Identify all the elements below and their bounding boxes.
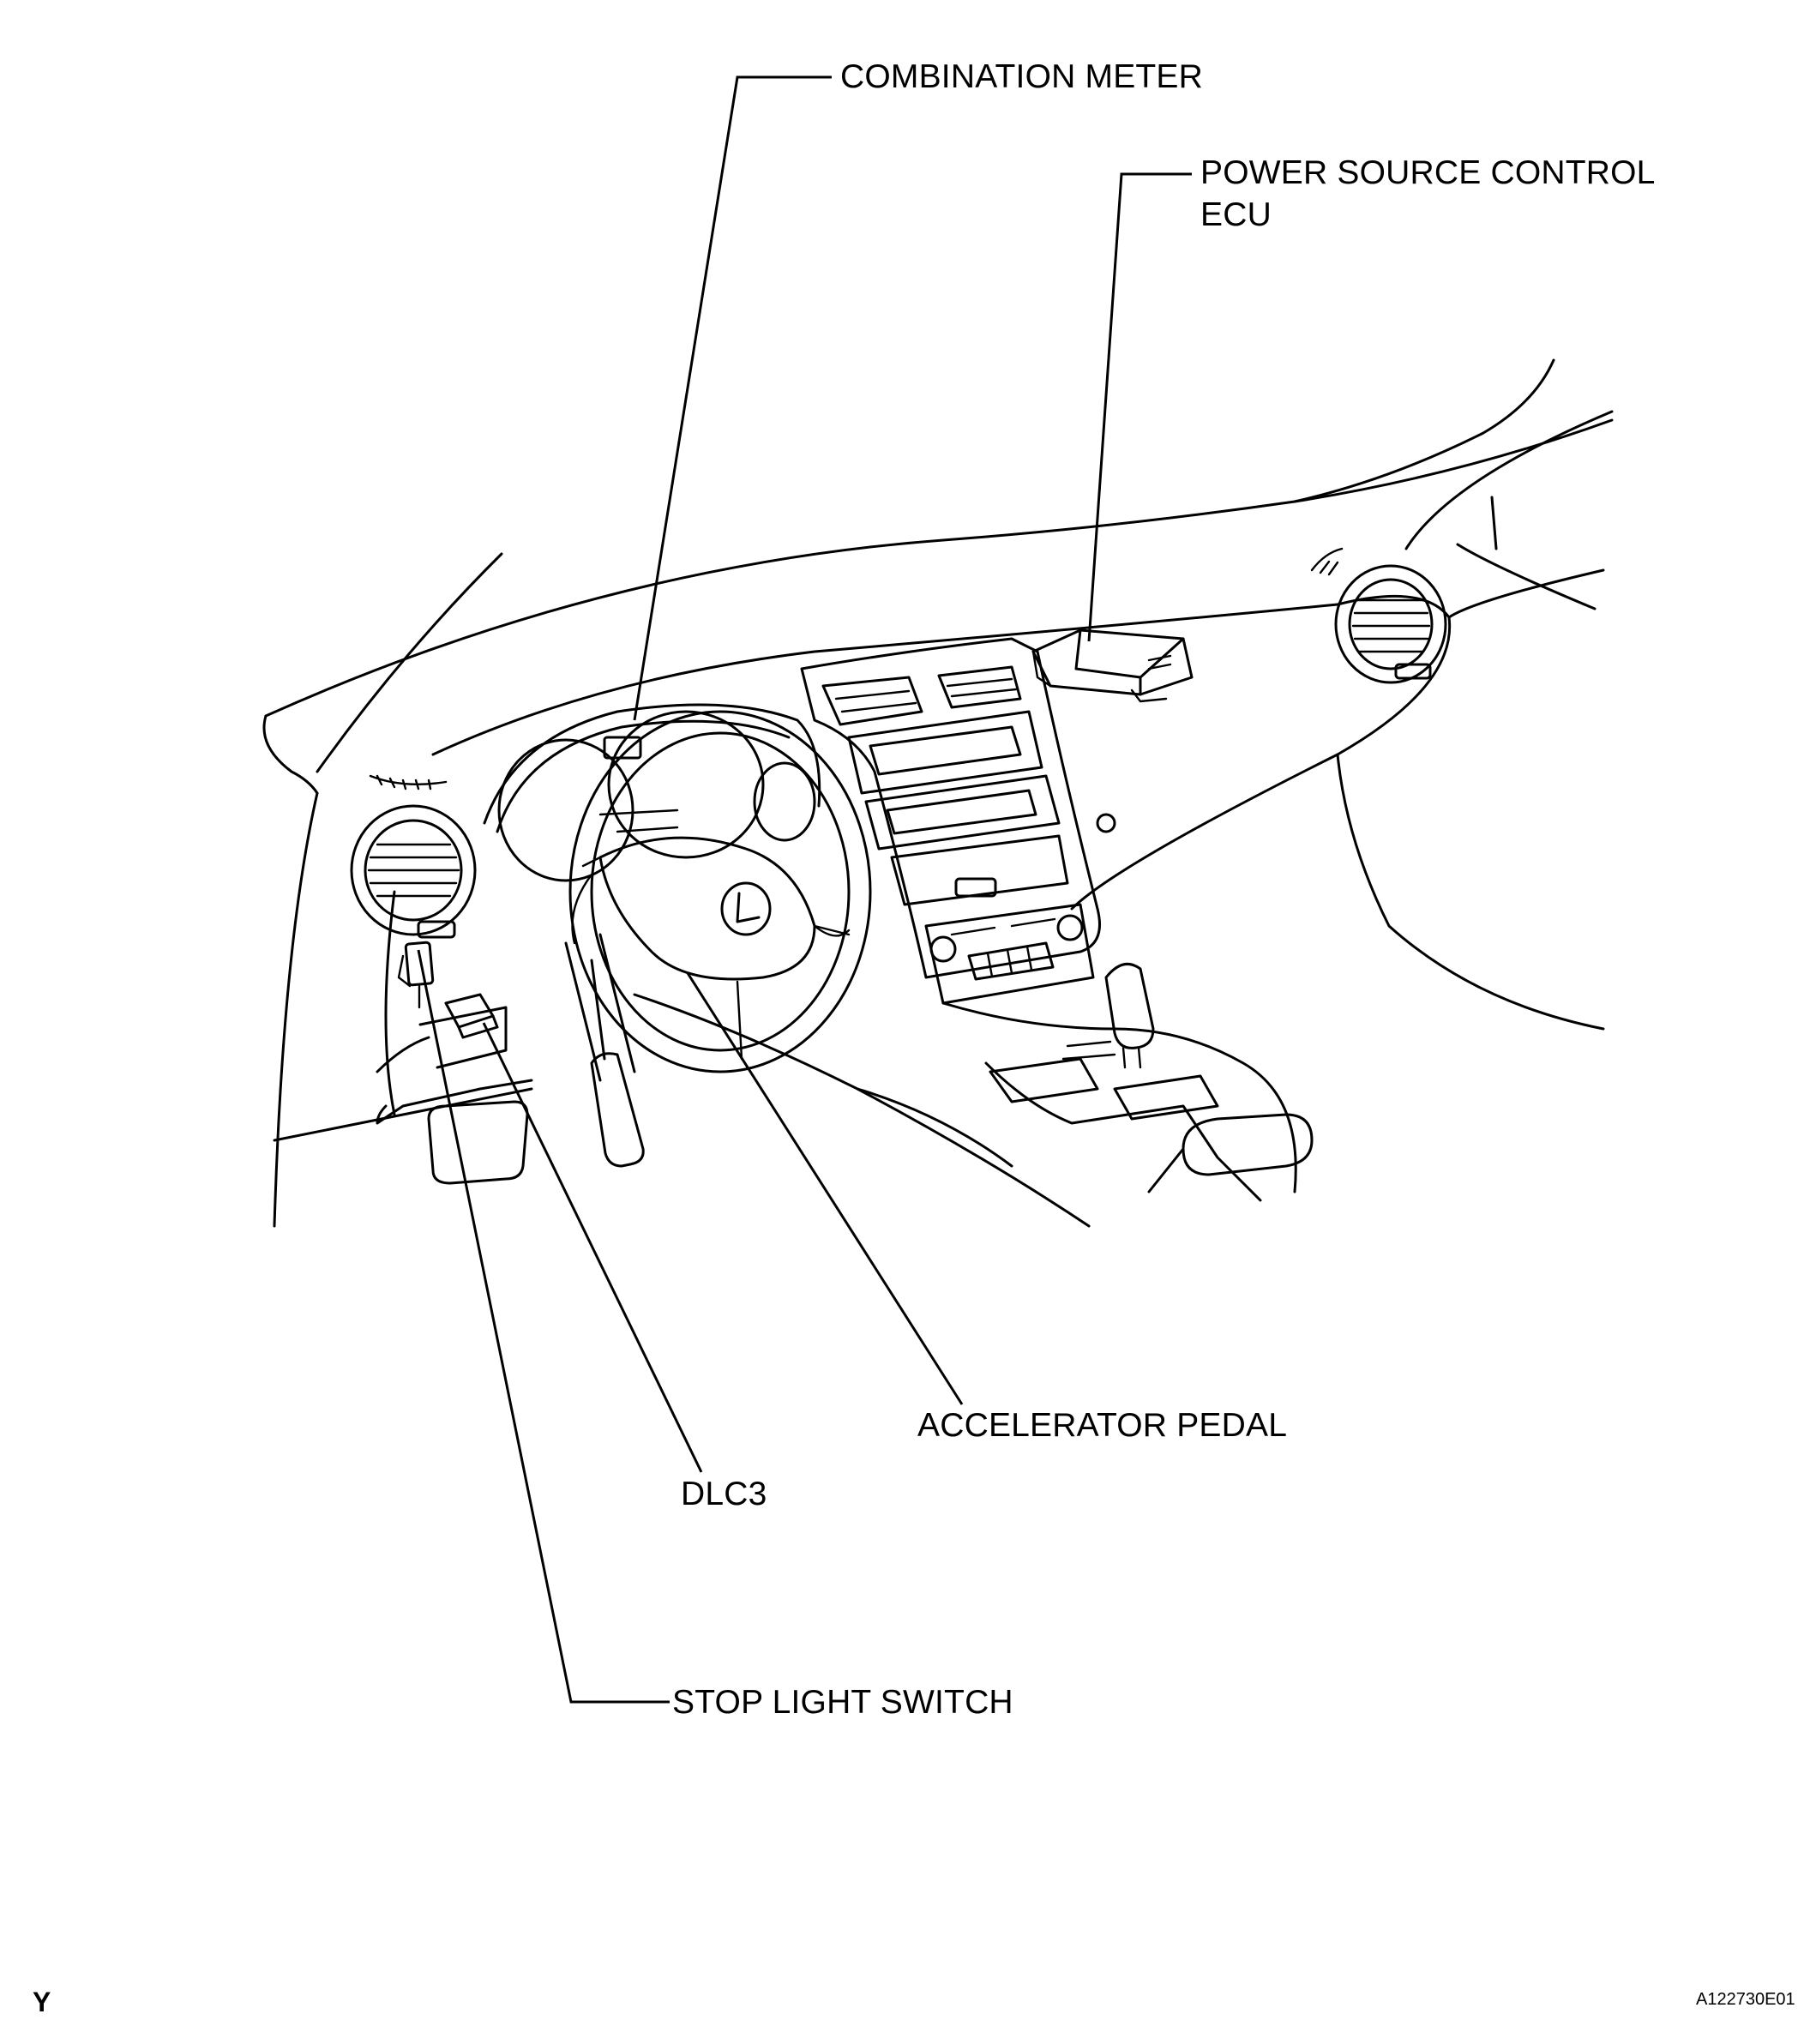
label-combination-meter: COMBINATION METER: [840, 58, 1204, 95]
label-stop-light-switch: STOP LIGHT SWITCH: [672, 1684, 1013, 1721]
label-accelerator-pedal: ACCELERATOR PEDAL: [917, 1407, 1288, 1444]
stop-light-switch: [397, 941, 435, 1009]
leader-accelerator-pedal: [686, 972, 964, 1405]
leader-power-source-ecu: [1087, 172, 1192, 642]
label-power-source-control-ecu: POWER SOURCE CONTROL ECU: [1200, 154, 1656, 233]
leader-dlc3: [482, 1022, 703, 1473]
corner-mark: Y: [33, 1987, 51, 2017]
left-side-vent: [350, 774, 477, 939]
brake-pedal: [427, 1100, 529, 1185]
dlc3-connector: [418, 993, 508, 1069]
dashboard-outline: [262, 358, 1614, 1228]
center-stack: [800, 637, 1116, 1005]
floor-console: [633, 962, 1314, 1228]
label-dlc3: DLC3: [681, 1476, 767, 1512]
callout-leaders: [417, 75, 1192, 1704]
figure-id: A122730E01: [1696, 1990, 1795, 2009]
power-source-control-ecu: [1031, 628, 1194, 703]
leader-combination-meter: [633, 75, 832, 721]
combination-meter: [483, 703, 821, 882]
leader-stop-light-switch: [417, 949, 670, 1704]
right-side-vent: [1310, 547, 1447, 684]
steering-wheel: [564, 710, 872, 1082]
accelerator-pedal: [590, 959, 645, 1168]
